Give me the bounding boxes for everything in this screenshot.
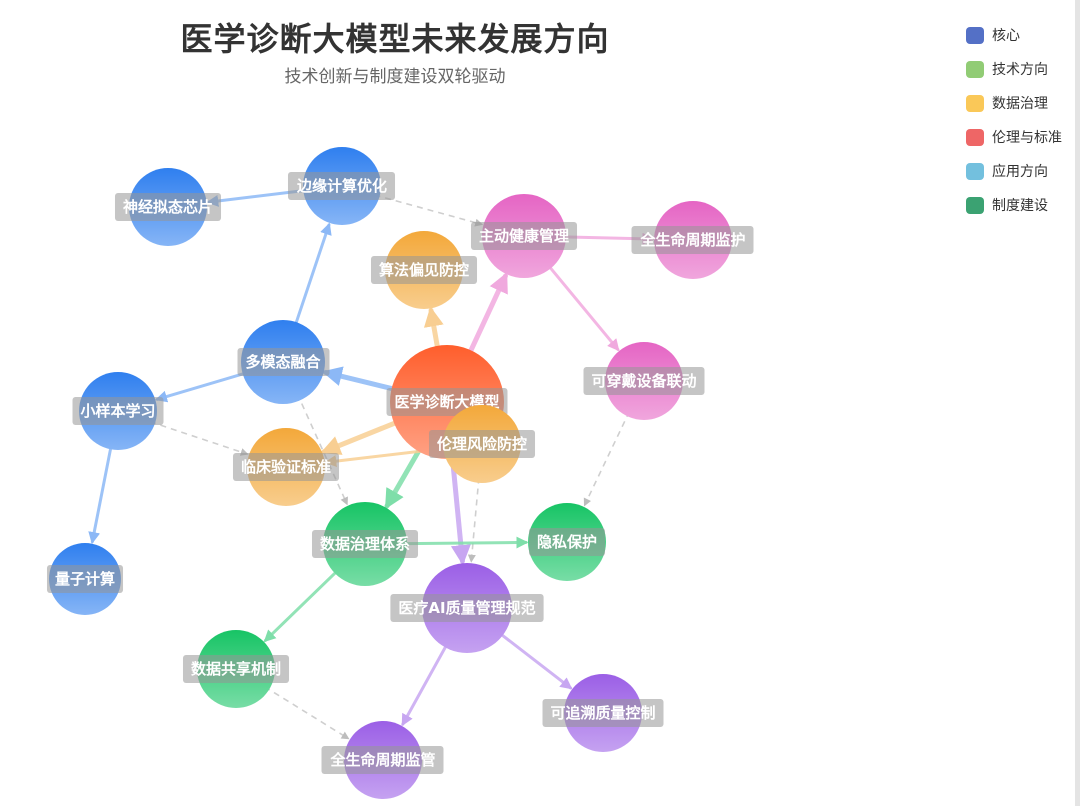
node-neuro[interactable]: 神经拟态芯片 (114, 168, 222, 246)
legend-item[interactable]: 技术方向 (966, 52, 1062, 86)
node-datagov[interactable]: 数据治理体系 (311, 502, 419, 586)
node-label: 医疗AI质量管理规范 (398, 599, 535, 617)
node-label: 边缘计算优化 (296, 177, 387, 195)
node-label-background (470, 222, 578, 250)
node-label: 全生命周期监管 (329, 751, 435, 769)
legend-swatch (966, 94, 984, 112)
link-datashare-lifecycle_sup (245, 674, 350, 740)
chart-subtitle: 技术创新与制度建设双轮驱动 (284, 67, 506, 87)
legend-item[interactable]: 伦理与标准 (966, 120, 1062, 154)
legend-item[interactable]: 核心 (966, 18, 1062, 52)
node-wearable[interactable]: 可穿戴设备联动 (583, 342, 705, 420)
node-label-background (390, 594, 544, 622)
node-label: 主动健康管理 (479, 227, 569, 245)
legend-label: 应用方向 (992, 164, 1048, 180)
node-lifecycle_sup[interactable]: 全生命周期监管 (321, 721, 444, 799)
legend-label: 核心 (992, 28, 1020, 44)
node-label: 临床验证标准 (241, 458, 331, 476)
node-label-background (542, 699, 664, 727)
link-wearable-privacy (583, 391, 640, 507)
legend-swatch (966, 196, 984, 214)
node-label-background (321, 746, 444, 774)
legend-item[interactable]: 数据治理 (966, 86, 1062, 120)
node-clinical[interactable]: 临床验证标准 (232, 428, 340, 506)
node-label-background (182, 655, 290, 683)
scrollbar-track[interactable] (1075, 0, 1080, 806)
node-label-background (428, 430, 536, 458)
node-label-background (287, 172, 396, 200)
node-quantum[interactable]: 量子计算 (46, 543, 124, 615)
legend-swatch (966, 128, 984, 146)
node-label-background (237, 348, 330, 376)
nodes-layer: 医学诊断大模型边缘计算优化神经拟态芯片多模态融合小样本学习量子计算算法偏见防控临… (46, 147, 754, 799)
node-label: 量子计算 (55, 570, 115, 588)
legend-label: 技术方向 (992, 62, 1048, 78)
node-label: 多模态融合 (245, 353, 321, 371)
node-edge[interactable]: 边缘计算优化 (287, 147, 396, 225)
link-fewshot-clinical (128, 413, 249, 456)
node-label-background (631, 226, 754, 254)
legend-swatch (966, 162, 984, 180)
node-label: 隐私保护 (537, 533, 597, 551)
legend-swatch (966, 60, 984, 78)
node-lifecycle_mon[interactable]: 全生命周期监护 (631, 201, 754, 279)
node-label-background (232, 453, 340, 481)
node-privacy[interactable]: 隐私保护 (528, 503, 606, 581)
node-label: 数据共享机制 (191, 660, 281, 678)
node-label-background (370, 256, 478, 284)
node-label: 算法偏见防控 (379, 261, 469, 279)
node-label-background (311, 530, 419, 558)
node-label: 数据治理体系 (320, 535, 410, 553)
chart-title: 医学诊断大模型未来发展方向 (180, 20, 610, 58)
node-label: 伦理风险防控 (437, 435, 527, 453)
node-label-background (114, 193, 222, 221)
node-active[interactable]: 主动健康管理 (470, 194, 578, 278)
legend-item[interactable]: 制度建设 (966, 188, 1062, 222)
legend-item[interactable]: 应用方向 (966, 154, 1062, 188)
legend: 核心技术方向数据治理伦理与标准应用方向制度建设 (966, 18, 1062, 222)
node-label: 全生命周期监护 (639, 231, 745, 249)
node-label-background (528, 528, 606, 556)
node-label: 可穿戴设备联动 (591, 372, 696, 390)
node-bias[interactable]: 算法偏见防控 (370, 231, 478, 309)
node-aiqm[interactable]: 医疗AI质量管理规范 (390, 563, 544, 653)
node-label-background (46, 565, 124, 593)
node-label-background (583, 367, 705, 395)
node-datashare[interactable]: 数据共享机制 (182, 630, 290, 708)
node-label: 可追溯质量控制 (550, 704, 655, 722)
node-label: 神经拟态芯片 (123, 198, 213, 216)
node-label: 小样本学习 (80, 402, 155, 420)
legend-swatch (966, 26, 984, 44)
legend-label: 伦理与标准 (992, 130, 1062, 146)
node-trace[interactable]: 可追溯质量控制 (542, 674, 664, 752)
node-multi[interactable]: 多模态融合 (237, 320, 330, 404)
legend-label: 制度建设 (992, 198, 1048, 214)
node-fewshot[interactable]: 小样本学习 (72, 372, 164, 450)
node-ethics[interactable]: 伦理风险防控 (428, 405, 536, 483)
legend-label: 数据治理 (992, 96, 1048, 112)
node-label-background (72, 397, 164, 425)
